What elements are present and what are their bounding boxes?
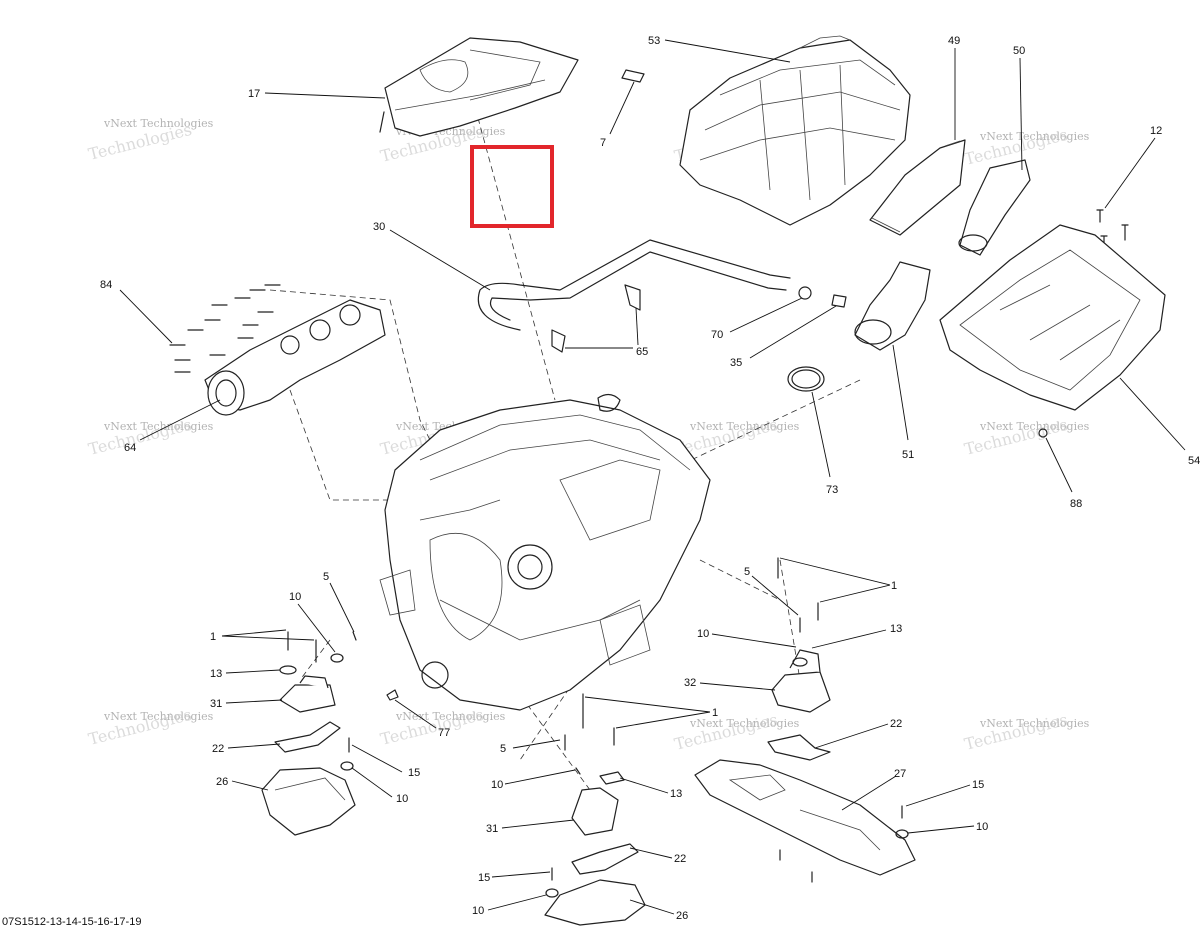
svg-text:vNext Technologies: vNext Technologies (979, 717, 1090, 730)
callout-70: 70 (711, 329, 723, 341)
bracket-center-22 (571, 843, 639, 875)
callout-88: 88 (1070, 498, 1082, 510)
air-duct-49 (869, 139, 966, 236)
callout-35: 35 (730, 357, 742, 369)
svg-text:vNext Technologies: vNext Technologies (979, 420, 1090, 433)
callout-15-right: 15 (972, 779, 984, 791)
engine-assembly (379, 393, 711, 711)
callout-1-left: 1 (210, 631, 216, 643)
callout-1-right: 1 (891, 580, 897, 592)
callout-65: 65 (636, 346, 648, 358)
callout-10-left-top: 10 (289, 591, 301, 603)
callout-17: 17 (248, 88, 260, 100)
fasteners-left (287, 631, 357, 771)
callout-49: 49 (948, 35, 960, 47)
callout-10-center-bottom: 10 (472, 905, 484, 917)
callout-5-center: 5 (500, 743, 506, 755)
oil-pan-54 (939, 224, 1166, 411)
callout-12: 12 (1150, 125, 1162, 137)
callout-13-left: 13 (210, 668, 222, 680)
svg-text:vNext Technologies: vNext Technologies (979, 130, 1090, 143)
intake-tube-50 (958, 159, 1031, 256)
clamp-73 (787, 366, 825, 392)
bolts-84 (169, 284, 281, 373)
callout-84: 84 (100, 279, 112, 291)
air-intake-silencer-53 (679, 35, 911, 226)
svg-text:vNext Technologies: vNext Technologies (689, 717, 800, 730)
callout-22-right: 22 (890, 718, 902, 730)
callout-31-center: 31 (486, 823, 498, 835)
callout-10-center: 10 (491, 779, 503, 791)
callout-64: 64 (124, 442, 136, 454)
svg-text:vNext Technologies: vNext Technologies (103, 710, 214, 723)
drawing-code: 07S1512-13-14-15-16-17-19 (2, 916, 141, 928)
mount-left-31 (279, 665, 336, 713)
svg-text:vNext Technologies: vNext Technologies (689, 420, 800, 433)
intake-manifold-64 (204, 299, 386, 416)
hose-30 (477, 239, 791, 331)
callout-10-right-bottom: 10 (976, 821, 988, 833)
mount-plate-center-26 (544, 879, 646, 926)
mount-center-31 (571, 771, 625, 836)
callout-27-right: 27 (894, 768, 906, 780)
bracket-left-22 (274, 721, 341, 753)
callout-7: 7 (600, 137, 606, 149)
callout-5-right: 5 (744, 566, 750, 578)
callout-50: 50 (1013, 45, 1025, 57)
callout-10-right: 10 (697, 628, 709, 640)
callout-53: 53 (648, 35, 660, 47)
callout-22-center: 22 (674, 853, 686, 865)
callout-15-center: 15 (478, 872, 490, 884)
callout-1-center: 1 (712, 707, 718, 719)
callout-51: 51 (902, 449, 914, 461)
callout-30: 30 (373, 221, 385, 233)
svg-text:vNext Technologies: vNext Technologies (103, 420, 214, 433)
callout-26-center: 26 (676, 910, 688, 922)
small-part-88 (1038, 428, 1048, 438)
callout-15-left: 15 (408, 767, 420, 779)
engine-cover-17 (379, 37, 579, 137)
mount-plate-left-26 (261, 767, 356, 836)
coupling-51 (854, 261, 931, 351)
svg-text:vNext Technologies: vNext Technologies (395, 710, 506, 723)
fasteners-center (545, 693, 615, 898)
label-7 (621, 69, 645, 83)
crossmember-27 (694, 759, 916, 876)
callouts: 53 49 50 12 17 7 30 84 70 35 65 64 51 73… (100, 35, 1200, 922)
callout-10-left-bottom: 10 (396, 793, 408, 805)
callout-54: 54 (1188, 455, 1200, 467)
callout-32-right: 32 (684, 677, 696, 689)
callout-13-center: 13 (670, 788, 682, 800)
callout-73: 73 (826, 484, 838, 496)
small-part-77 (386, 689, 399, 701)
callout-77: 77 (438, 727, 450, 739)
callout-26-left: 26 (216, 776, 228, 788)
mount-right-32 (771, 649, 831, 713)
clips-65 (551, 284, 641, 353)
fittings-70-35 (798, 286, 847, 308)
callout-22-left: 22 (212, 743, 224, 755)
svg-text:vNext Technologies: vNext Technologies (103, 117, 214, 130)
fasteners-right (777, 557, 909, 883)
bracket-right-22 (767, 734, 831, 761)
callout-5-left: 5 (323, 571, 329, 583)
highlight-box (470, 145, 554, 228)
callout-13-right: 13 (890, 623, 902, 635)
callout-31-left: 31 (210, 698, 222, 710)
